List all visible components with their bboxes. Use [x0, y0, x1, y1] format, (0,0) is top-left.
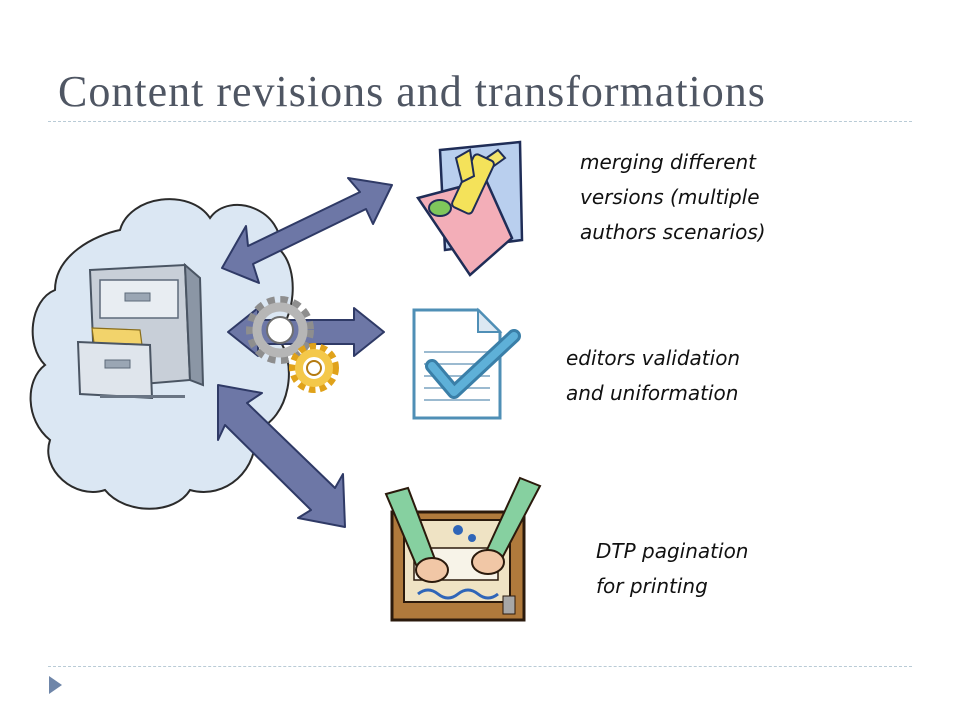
validation-label-line: and uniformation — [566, 381, 739, 405]
dtp-label-line: DTP pagination — [596, 539, 749, 563]
validation-label-line: editors validation — [566, 346, 741, 370]
bottom-divider — [48, 666, 912, 667]
top-divider — [48, 121, 912, 122]
merge-arrow — [221, 177, 393, 284]
dtp-label-line: for printing — [596, 574, 708, 598]
filing-cabinet-icon — [76, 262, 205, 400]
document-check-icon — [412, 307, 521, 420]
hands-on-board-icon — [384, 476, 542, 622]
slide-title: Content revisions and transformations — [58, 67, 766, 116]
merge-label-line: versions (multiple — [580, 185, 760, 209]
merge-step-label: merging different versions (multiple aut… — [580, 145, 766, 250]
merge-label-line: authors scenarios) — [580, 220, 766, 244]
print-arrow — [217, 384, 346, 528]
dtp-step-label: DTP pagination for printing — [596, 534, 748, 604]
bullet-triangle-icon — [49, 676, 62, 694]
glue-paper-icon — [415, 140, 524, 277]
gears-icon — [246, 296, 339, 393]
merge-label-line: merging different — [580, 150, 757, 174]
validation-step-label: editors validation and uniformation — [566, 341, 740, 411]
